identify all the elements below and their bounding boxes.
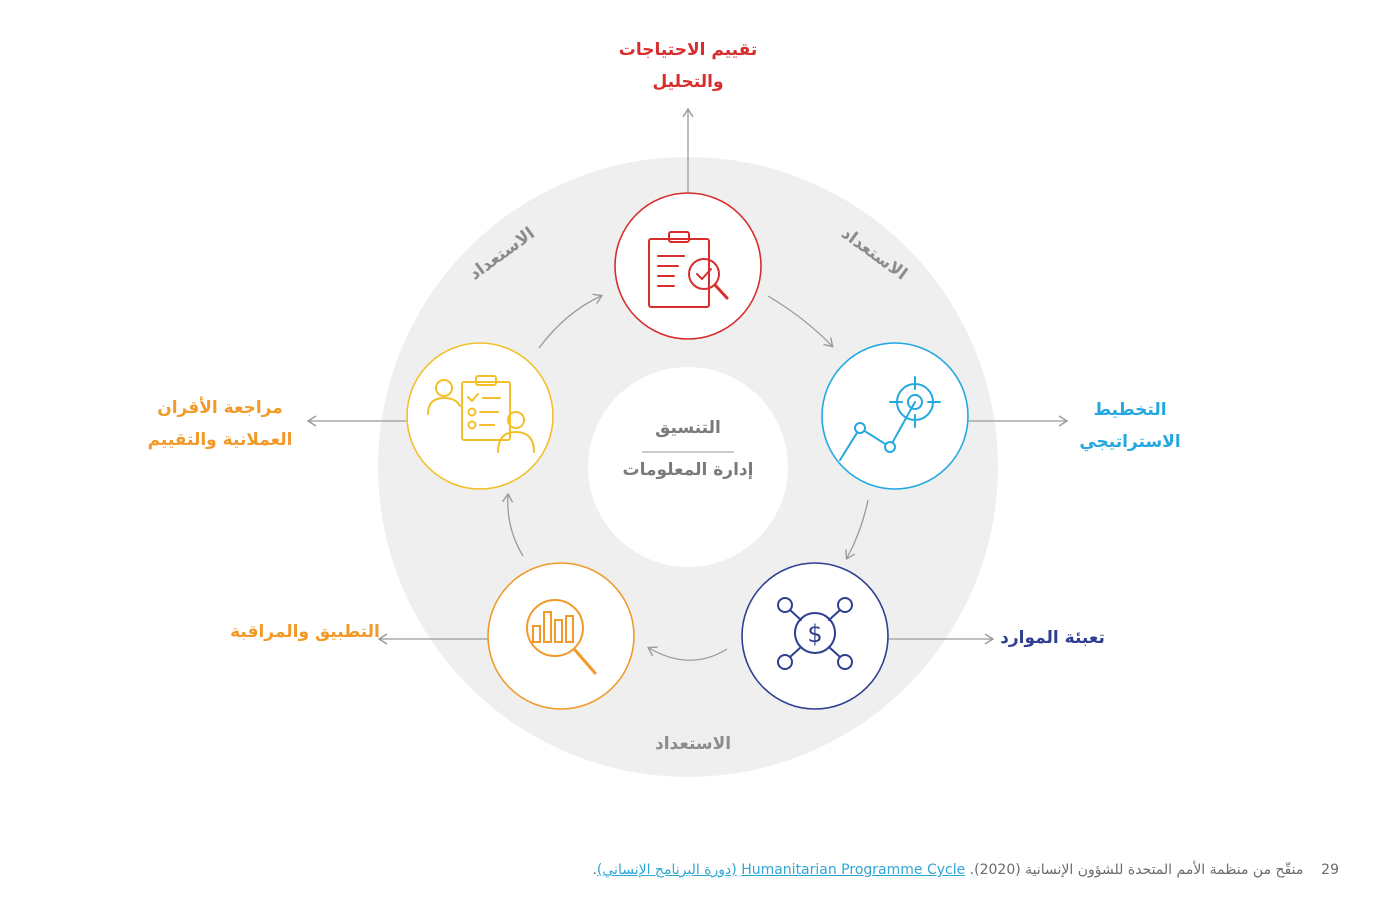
planning-label-line1: التخطيط: [1093, 400, 1167, 420]
monitoring-label: التطبيق والمراقبة: [225, 616, 385, 648]
planning-node: [821, 342, 969, 490]
people-checklist-icon: [427, 375, 535, 453]
clipboard-magnifier-icon: [648, 231, 729, 308]
needs-label-line2: والتحليل: [652, 72, 724, 92]
svg-text:$: $: [807, 620, 822, 648]
resources-label-line1: تعبئة الموارد: [1000, 628, 1105, 648]
planning-label-line2: الاستراتيجي: [1079, 432, 1181, 452]
cycle-arrow-3: [646, 646, 728, 661]
review-node: [406, 342, 554, 490]
footnote-text: منقّح من منظمة الأمم المتحدة للشؤون الإن…: [969, 862, 1304, 878]
center-bottom-text: إدارة المعلومات: [622, 460, 754, 480]
review-label-line1: مراجعة الأقران: [157, 398, 283, 418]
resources-label: تعبئة الموارد: [990, 622, 1115, 654]
cycle-arrow-1: [767, 295, 834, 348]
footnote-link-en[interactable]: Humanitarian Programme Cycle: [741, 862, 966, 878]
cycle-arrow-2: [845, 499, 869, 561]
preparedness-label-bottom: الاستعداد: [655, 734, 732, 754]
cycle-arrow-4: [502, 492, 524, 557]
footnote-link-ar[interactable]: (دورة البرنامج الإنساني): [596, 862, 737, 878]
review-label-line2: العملانية والتقييم: [147, 430, 293, 450]
cycle-arrow-5: [538, 293, 604, 349]
needs-node: [614, 192, 762, 340]
planning-label: التخطيط الاستراتيجي: [1050, 394, 1210, 458]
center-disc: [588, 367, 788, 567]
review-label: مراجعة الأقران العملانية والتقييم: [135, 392, 305, 456]
target-line-chart-icon: [839, 376, 941, 461]
center-top-text: التنسيق: [655, 418, 721, 438]
bar-chart-magnifier-icon: [526, 599, 597, 675]
needs-label-line1: تقييم الاحتياجات: [618, 40, 758, 60]
footnote-end: .: [592, 862, 597, 878]
needs-label: تقييم الاحتياجات والتحليل: [583, 34, 793, 98]
footnote-number: 29: [1321, 862, 1339, 878]
dollar-network-icon: $: [777, 597, 853, 670]
resources-node: [741, 562, 889, 710]
monitoring-label-line1: التطبيق والمراقبة: [230, 622, 380, 642]
footnote: 29 منقّح من منظمة الأمم المتحدة للشؤون ا…: [592, 862, 1339, 878]
